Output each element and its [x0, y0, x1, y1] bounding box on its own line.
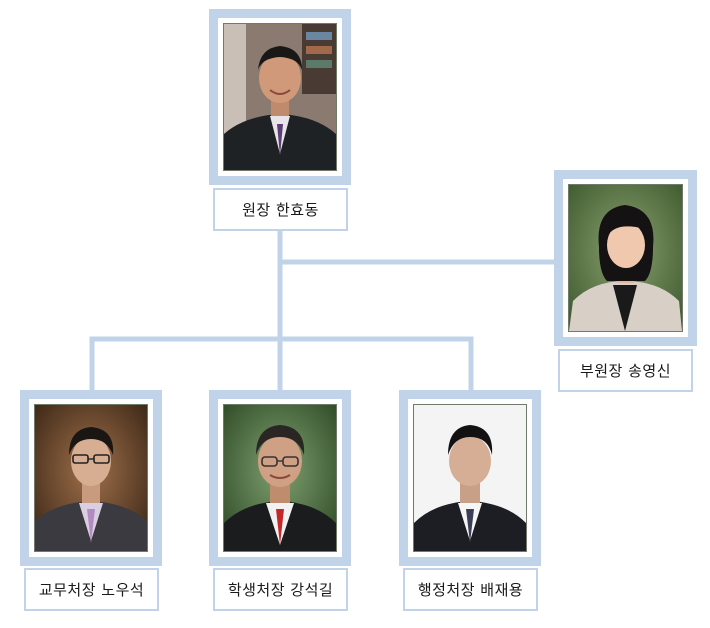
student-affairs-photo [223, 404, 337, 552]
student-affairs-photo-frame [209, 390, 351, 566]
student-affairs-name-label: 학생처장 강석길 [213, 568, 348, 611]
vice-director-photo [568, 184, 683, 332]
administration-photo [413, 404, 527, 552]
administration-name-label: 행정처장 배재용 [403, 568, 538, 611]
academic-affairs-photo [34, 404, 148, 552]
vice-director-photo-frame [554, 170, 697, 346]
academic-affairs-photo-frame [20, 390, 162, 566]
vice-director-name-label: 부원장 송영신 [558, 349, 693, 392]
director-name-label: 원장 한효동 [213, 188, 348, 231]
administration-photo-frame [399, 390, 541, 566]
director-photo-frame [209, 9, 351, 185]
director-photo [223, 23, 337, 171]
academic-affairs-name-label: 교무처장 노우석 [24, 568, 159, 611]
